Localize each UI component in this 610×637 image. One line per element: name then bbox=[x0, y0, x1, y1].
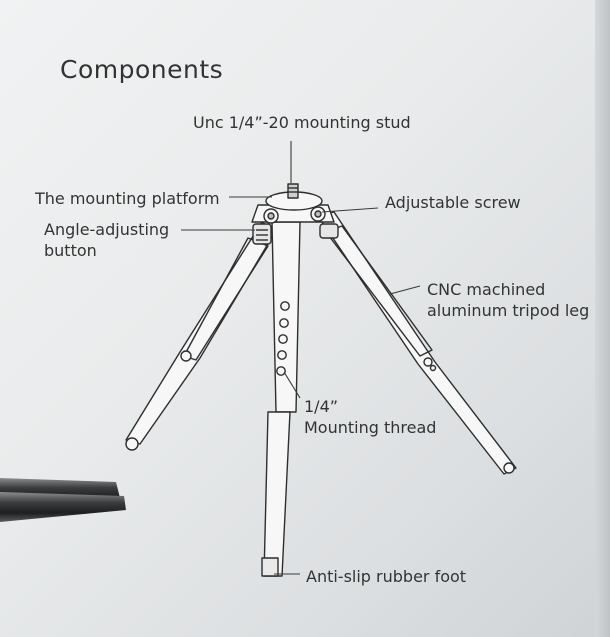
adjustable-screw-label: Adjustable screw bbox=[385, 193, 521, 212]
leader-lines bbox=[181, 141, 421, 575]
page-title: Components bbox=[60, 55, 224, 84]
mounting-thread-label: 1/4” Mounting thread bbox=[304, 397, 437, 437]
page-edge bbox=[595, 0, 610, 637]
tripod-illustration bbox=[125, 183, 517, 577]
angle-button-label: Angle-adjusting button bbox=[44, 220, 170, 260]
adjustable-screw-leader-line bbox=[321, 207, 379, 213]
tripod-leg-leader-line bbox=[389, 285, 421, 295]
tripod-leg-label: CNC machined aluminum tripod leg bbox=[427, 280, 590, 320]
rubber-foot-label: Anti-slip rubber foot bbox=[306, 567, 467, 586]
mounting-thread-leader-line bbox=[283, 371, 301, 399]
platform-label: The mounting platform bbox=[35, 189, 220, 208]
stud-label: Unc 1/4”-20 mounting stud bbox=[193, 113, 411, 132]
